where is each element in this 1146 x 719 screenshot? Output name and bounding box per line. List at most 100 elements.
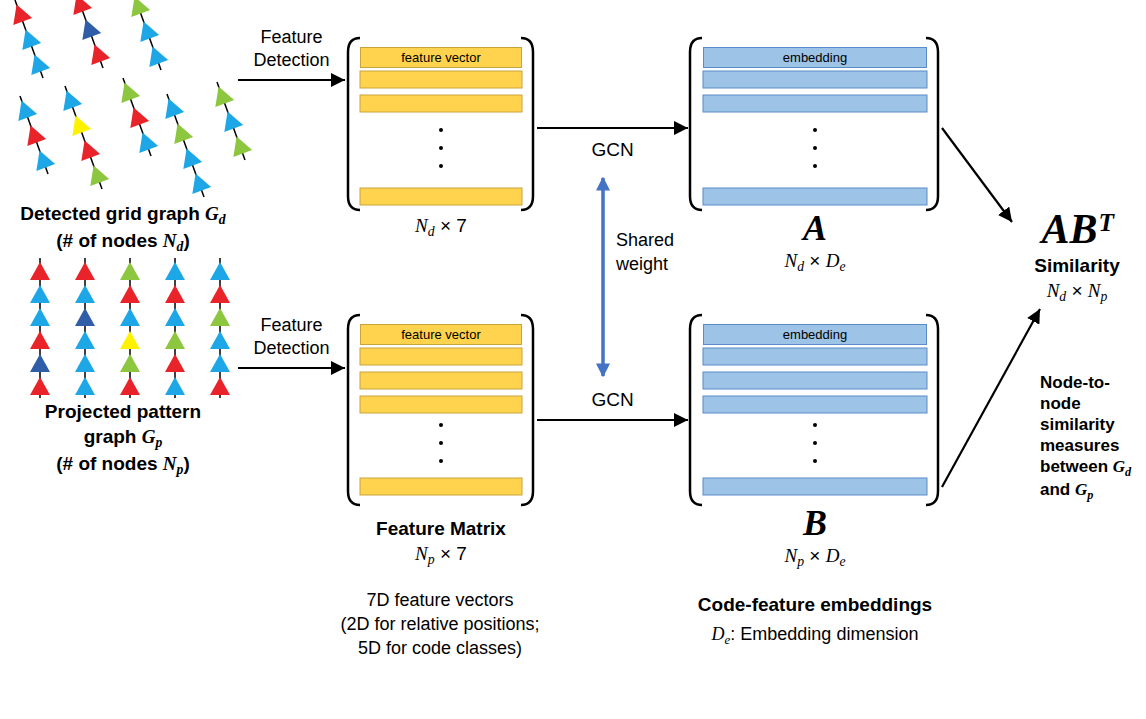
matrix-row [703, 188, 927, 205]
matrix-row: feature vector [360, 324, 522, 345]
matrix-product: ABᵀ [1041, 205, 1112, 253]
dot [439, 128, 443, 132]
code-triangle [75, 308, 95, 326]
annotation: Node-to-node similarity measures between… [1040, 372, 1132, 502]
code-triangle [76, 16, 101, 40]
graph-caption: Detected grid graph Gd (# of nodes Nd) [20, 201, 225, 255]
code-triangle [120, 262, 140, 280]
matrix-row [360, 372, 522, 389]
text-run: p [797, 554, 804, 569]
feature-matrix: Nd × 7 feature vector [345, 35, 537, 240]
code-triangle [227, 133, 252, 157]
matrix-brackets [348, 38, 938, 505]
text-run: Code-feature embeddings [698, 594, 932, 615]
matrix-size: Nd × Np [1047, 278, 1108, 305]
matrix-row [360, 348, 522, 365]
text-run: N [785, 250, 798, 271]
code-triangle [165, 377, 185, 395]
code-triangle [133, 129, 158, 153]
matrix-row [703, 396, 927, 413]
text-run: A [803, 208, 827, 248]
text-run: ABᵀ [1041, 206, 1112, 252]
section-title: Code-feature embeddings [665, 592, 965, 618]
text-run: and [1040, 480, 1075, 499]
text-line: (# of nodes Np) [34, 451, 212, 478]
text-run: × 7 [435, 543, 467, 564]
code-triangle [67, 0, 92, 15]
code-triangle [12, 97, 37, 121]
text-run: d [428, 224, 435, 239]
connector-arrow [942, 128, 1012, 222]
result-title: Similarity [1034, 253, 1120, 278]
text-line: Detected grid graph Gd [20, 201, 225, 228]
matrix-row [703, 71, 927, 88]
text-run: d [177, 239, 184, 254]
shared-weight-arrow [601, 178, 605, 376]
text-run: embedding [783, 327, 847, 342]
text-run: p [177, 462, 184, 477]
code-triangle [21, 122, 46, 146]
dot [813, 146, 817, 150]
text-run: e [839, 554, 845, 569]
row-label: embedding [783, 326, 847, 343]
text-run: feature vector [401, 327, 481, 342]
embedding-matrix: BNp × Deembedding [688, 312, 942, 570]
code-triangle [66, 112, 91, 136]
bracket [521, 315, 533, 505]
code-triangle [16, 26, 41, 50]
matrix-size: Nd × 7 [415, 213, 467, 240]
code-triangle [165, 354, 185, 372]
edge-label: GCN [589, 138, 635, 162]
matrix-title: Feature Matrix [376, 516, 506, 541]
text-run: p [155, 435, 162, 450]
matrix-row: embedding [703, 324, 927, 345]
text-run: Node-to-node similarity measures between [1040, 373, 1119, 476]
code-triangle [75, 354, 95, 372]
matrix-row [360, 188, 522, 205]
code-triangle [210, 285, 230, 303]
code-triangle [25, 51, 50, 75]
text-run: (2D for relative positions; 5D for code … [340, 614, 539, 658]
graph-illustration: Detected grid graph Gd (# of nodes Nd) [8, 5, 238, 255]
text-run: p [1101, 289, 1108, 304]
matrix-row: feature vector [360, 47, 522, 68]
row-label: feature vector [401, 49, 481, 66]
code-triangle [210, 331, 230, 349]
code-triangle [165, 262, 185, 280]
matrix-row: embedding [703, 47, 927, 68]
graph-illustration: Projected pattern graph Gp (# of nodes N… [8, 258, 238, 478]
code-triangle [75, 137, 100, 161]
annotation: De: Embedding dimension [665, 622, 965, 648]
text-line: (# of nodes Nd) [20, 228, 225, 255]
matrix-symbol: B [803, 503, 827, 543]
connector-arrow [238, 367, 345, 369]
matrix-row [360, 478, 522, 495]
text-run: d [1059, 289, 1066, 304]
text-run: d [219, 212, 226, 227]
code-triangle [7, 1, 32, 25]
matrix-size: Np × 7 [415, 541, 467, 568]
text-run: d [1125, 465, 1131, 479]
code-triangle [120, 285, 140, 303]
ellipsis-dots [439, 128, 817, 463]
graph-caption: Projected pattern graph Gp (# of nodes N… [34, 399, 212, 478]
code-triangle [177, 145, 202, 169]
code-triangle [120, 308, 140, 326]
dot [439, 164, 443, 168]
embedding-rows [703, 71, 927, 495]
text-run: p [428, 552, 435, 567]
code-triangle [30, 377, 50, 395]
text-run: ) [183, 453, 189, 474]
text-run: N [163, 230, 177, 251]
matrix-row [360, 71, 522, 88]
text-run: GCN [591, 389, 633, 410]
code-triangle [115, 79, 140, 103]
dot [813, 128, 817, 132]
code-triangle [165, 285, 185, 303]
matrix-row [360, 396, 522, 413]
edge-label: Feature Detection [245, 314, 339, 360]
text-run: D [826, 250, 840, 271]
connector-arrow [238, 79, 345, 81]
text-run: GCN [591, 139, 633, 160]
